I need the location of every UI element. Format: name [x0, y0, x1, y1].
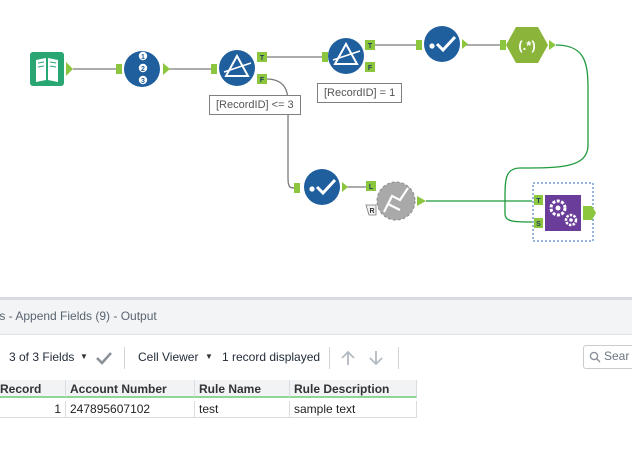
fields-selector[interactable]: 3 of 3 Fields	[9, 350, 75, 364]
regex-tool[interactable]: (.*)	[500, 27, 556, 63]
svg-text:S: S	[536, 221, 541, 228]
arrow-up-icon[interactable]	[340, 349, 356, 367]
record-count: 1 record displayed	[222, 350, 321, 364]
panel-divider[interactable]	[0, 297, 632, 300]
filter-tool-1[interactable]: T F	[211, 50, 267, 86]
results-title-bar: ts - Append Fields (9) - Output	[0, 300, 632, 335]
join-icon	[383, 187, 409, 213]
svg-text:L: L	[369, 184, 374, 191]
search-input[interactable]	[604, 346, 632, 366]
record-id-tool[interactable]: 1 2 3	[116, 51, 170, 87]
checkmark-icon	[435, 35, 457, 53]
table-row-account-number-cell[interactable]: 247895607102	[66, 401, 195, 418]
results-title: ts - Append Fields (9) - Output	[0, 309, 157, 323]
svg-text:T: T	[536, 198, 541, 205]
connection-regex-append-source	[504, 44, 589, 223]
gears-icon	[549, 199, 578, 227]
svg-text:1: 1	[141, 54, 145, 61]
table-row-rule-description-cell[interactable]: sample text	[290, 401, 417, 418]
search-icon	[589, 351, 601, 363]
search-box[interactable]	[583, 345, 632, 369]
workflow-canvas[interactable]: 1 2 3 T F T F	[0, 0, 632, 297]
svg-text:F: F	[260, 77, 265, 84]
svg-text:R: R	[369, 208, 374, 215]
svg-text:F: F	[368, 65, 373, 72]
svg-text:T: T	[260, 55, 265, 62]
column-header-rule-name[interactable]: Rule Name	[195, 380, 290, 398]
fields-dropdown-caret-icon[interactable]: ▼	[80, 352, 88, 361]
checkmark-icon	[315, 178, 337, 196]
append-fields-tool[interactable]: T S	[532, 182, 596, 242]
toolbar-separator	[329, 347, 330, 369]
filter-2-expression-label: [RecordID] = 1	[317, 83, 403, 103]
svg-text:3: 3	[141, 78, 145, 85]
svg-text:2: 2	[141, 66, 145, 73]
column-header-account-number[interactable]: Account Number	[66, 380, 195, 398]
toolbar-separator	[124, 347, 125, 369]
table-row-record-cell[interactable]: 1	[0, 401, 66, 418]
table-row-rule-name-cell[interactable]: test	[195, 401, 290, 418]
results-toolbar: 3 of 3 Fields ▼ Cell Viewer ▼ 1 record d…	[0, 335, 632, 379]
arrow-down-icon[interactable]	[368, 349, 384, 367]
cell-viewer-caret-icon[interactable]: ▼	[205, 352, 213, 361]
input-data-tool[interactable]	[30, 52, 73, 86]
cell-viewer-selector[interactable]: Cell Viewer	[138, 350, 199, 364]
select-tool-1[interactable]	[416, 26, 468, 62]
regex-icon: (.*)	[518, 38, 535, 53]
column-header-record[interactable]: Record	[0, 380, 66, 398]
select-tool-2[interactable]	[294, 169, 348, 205]
column-header-rule-description[interactable]: Rule Description	[290, 380, 417, 398]
workflow-connections: 1 2 3 T F T F	[30, 26, 596, 242]
svg-text:T: T	[368, 43, 373, 50]
filter-1-expression-label: [RecordID] <= 3	[209, 95, 301, 115]
apply-check-icon[interactable]	[95, 350, 113, 366]
numbered-list-icon: 1 2 3	[138, 51, 148, 85]
connection-filter1-false-select	[265, 78, 297, 189]
filter-tool-2[interactable]: T F	[322, 38, 375, 74]
join-tool[interactable]: L R	[365, 181, 426, 221]
toolbar-separator	[398, 347, 399, 369]
book-icon	[36, 58, 58, 82]
